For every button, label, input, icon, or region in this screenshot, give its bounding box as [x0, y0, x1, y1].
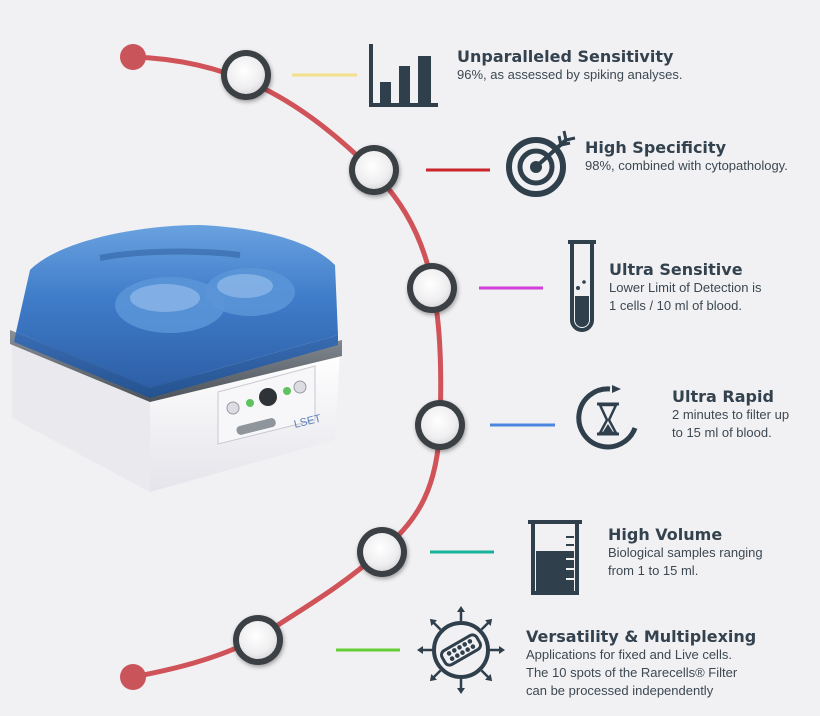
feature-ultra-rapid: Ultra Rapid 2 minutes to filter up to 15… — [672, 387, 789, 442]
test-tube-icon — [568, 240, 596, 332]
feature-title: Ultra Rapid — [672, 387, 774, 406]
feature-description-line: can be processed independently — [526, 683, 714, 698]
feature-description-line: Biological samples ranging — [608, 545, 763, 560]
timeline-node-ultra-rapid — [415, 400, 465, 450]
feature-title: Versatility & Multiplexing — [526, 627, 757, 646]
feature-ultra-sensitive: Ultra Sensitive Lower Limit of Detection… — [609, 260, 761, 315]
hourglass-refresh-icon — [576, 385, 638, 450]
bar-chart-icon — [369, 44, 438, 107]
feature-sensitivity: Unparalleled Sensitivity 96%, as assesse… — [457, 47, 682, 84]
timeline-node-sensitivity — [221, 50, 271, 100]
feature-description-line: The 10 spots of the Rarecells® Filter — [526, 665, 738, 680]
feature-description: 98%, combined with cytopathology. — [585, 158, 788, 173]
arc-start-dot — [120, 44, 146, 70]
feature-description-line: 1 cells / 10 ml of blood. — [609, 298, 742, 313]
feature-title: High Volume — [608, 525, 723, 544]
feature-description-line: to 15 ml of blood. — [672, 425, 772, 440]
target-icon — [506, 130, 576, 197]
timeline-node-specificity — [349, 145, 399, 195]
feature-description-line: Lower Limit of Detection is — [609, 280, 762, 295]
arc-end-dot — [120, 664, 146, 690]
filter-chip-icon — [417, 606, 505, 694]
timeline-node-versatility — [233, 615, 283, 665]
feature-title: Unparalleled Sensitivity — [457, 47, 674, 66]
feature-description-line: Applications for fixed and Live cells. — [526, 647, 732, 662]
lset-device-illustration: LSET — [10, 225, 342, 492]
feature-description: 96%, as assessed by spiking analyses. — [457, 67, 683, 82]
feature-title: Ultra Sensitive — [609, 260, 743, 279]
feature-title: High Specificity — [585, 138, 726, 157]
feature-high-volume: High Volume Biological samples ranging f… — [608, 525, 763, 580]
feature-description-line: from 1 to 15 ml. — [608, 563, 699, 578]
feature-specificity: High Specificity 98%, combined with cyto… — [585, 138, 788, 175]
beaker-icon — [528, 520, 582, 595]
timeline-node-ultra-sensitive — [407, 263, 457, 313]
feature-description-line: 2 minutes to filter up — [672, 407, 790, 422]
feature-versatility: Versatility & Multiplexing Applications … — [526, 627, 756, 700]
timeline-node-high-volume — [357, 527, 407, 577]
